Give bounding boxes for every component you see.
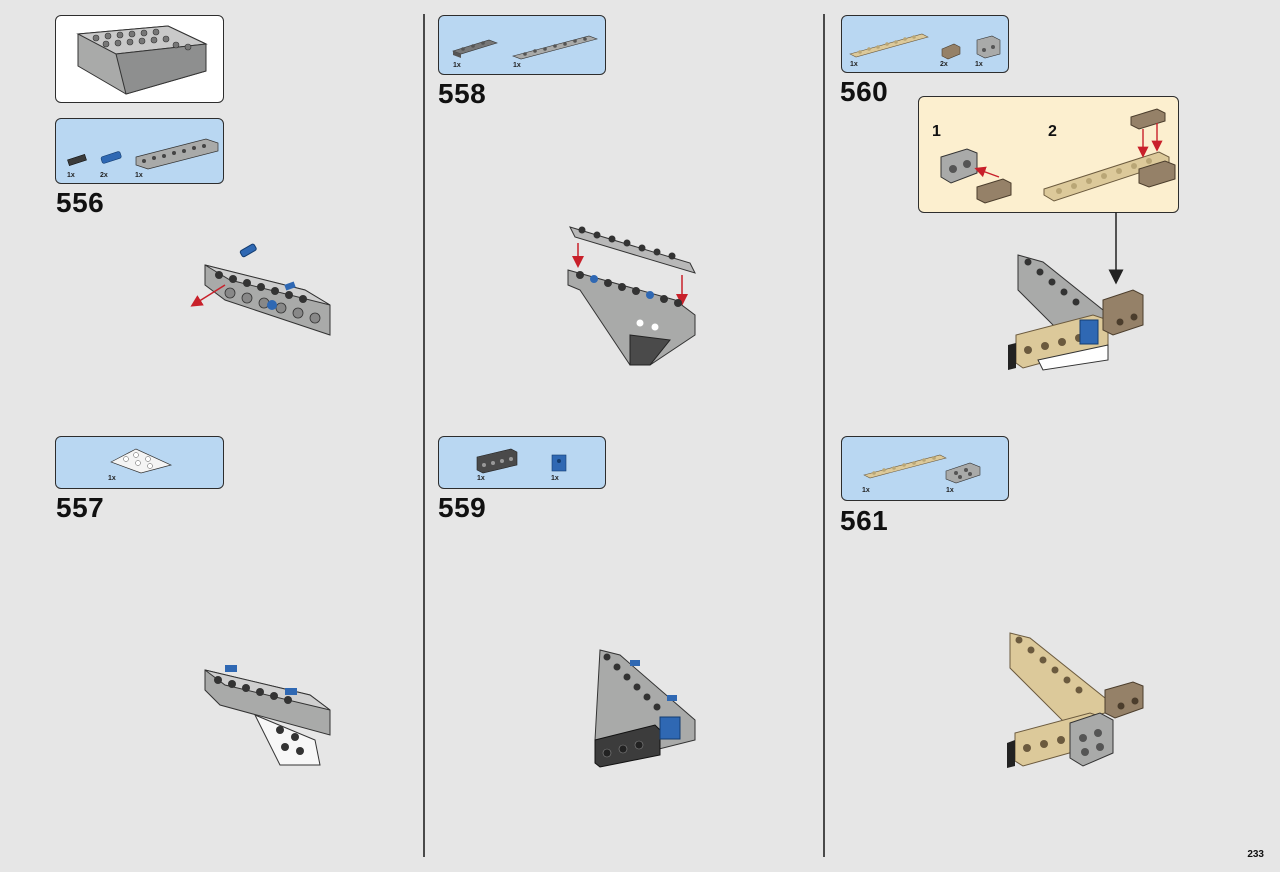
part-qty: 1x xyxy=(453,62,461,69)
substep-number: 2 xyxy=(1048,123,1057,140)
step-number-561: 561 xyxy=(840,505,889,536)
parts-list-557: 1x xyxy=(55,436,224,489)
step-number-559: 559 xyxy=(438,492,487,523)
parts-559-illustration xyxy=(476,448,567,474)
submodel-illustration xyxy=(76,25,208,95)
parts-list-561: 1x 1x xyxy=(841,436,1009,501)
part-qty: 1x xyxy=(135,172,143,179)
parts-list-556: 1x 2x 1x xyxy=(55,118,224,184)
parts-561-illustration xyxy=(863,454,981,484)
part-qty: 1x xyxy=(513,62,521,69)
step-560-assembly-illustration xyxy=(1008,254,1144,371)
substep-callout-560: 1 2 xyxy=(918,96,1179,213)
parts-list-559: 1x 1x xyxy=(438,436,606,489)
part-qty: 1x xyxy=(862,487,870,494)
pin-part-icon xyxy=(67,153,87,167)
part-qty: 1x xyxy=(850,61,858,68)
part-qty: 1x xyxy=(477,475,485,482)
substep-number: 1 xyxy=(932,123,941,140)
parts-558-illustration xyxy=(452,35,598,60)
part-qty: 1x xyxy=(975,61,983,68)
wedge-plate-part-icon xyxy=(110,448,173,474)
submodel-callout xyxy=(55,15,224,103)
step-557-assembly-illustration xyxy=(204,665,331,766)
parts-556-illustration xyxy=(67,138,219,170)
part-qty: 1x xyxy=(108,475,116,482)
step-number-557: 557 xyxy=(56,492,105,523)
column-divider-1 xyxy=(423,14,425,857)
parts-list-558: 1x 1x xyxy=(438,15,606,75)
column-divider-2 xyxy=(823,14,825,857)
part-qty: 2x xyxy=(940,61,948,68)
technic-beam-part-icon xyxy=(135,138,219,170)
step-number-558: 558 xyxy=(438,78,487,109)
step-number-560: 560 xyxy=(840,76,889,107)
part-qty: 2x xyxy=(100,172,108,179)
step-number-556: 556 xyxy=(56,187,105,218)
part-qty: 1x xyxy=(67,172,75,179)
page-number: 233 xyxy=(1247,849,1264,860)
blue-axle-pin-part-icon xyxy=(100,151,122,164)
parts-list-560: 1x 2x 1x xyxy=(841,15,1009,73)
step-561-assembly-illustration xyxy=(1007,632,1144,768)
placement-arrow xyxy=(1108,212,1124,285)
part-qty: 1x xyxy=(551,475,559,482)
step-556-assembly-illustration xyxy=(190,243,331,336)
part-qty: 1x xyxy=(946,487,954,494)
parts-560-illustration xyxy=(849,33,1001,60)
substep-illustration xyxy=(940,108,1176,204)
step-559-assembly-illustration xyxy=(594,649,696,768)
step-558-assembly-illustration xyxy=(567,226,696,366)
